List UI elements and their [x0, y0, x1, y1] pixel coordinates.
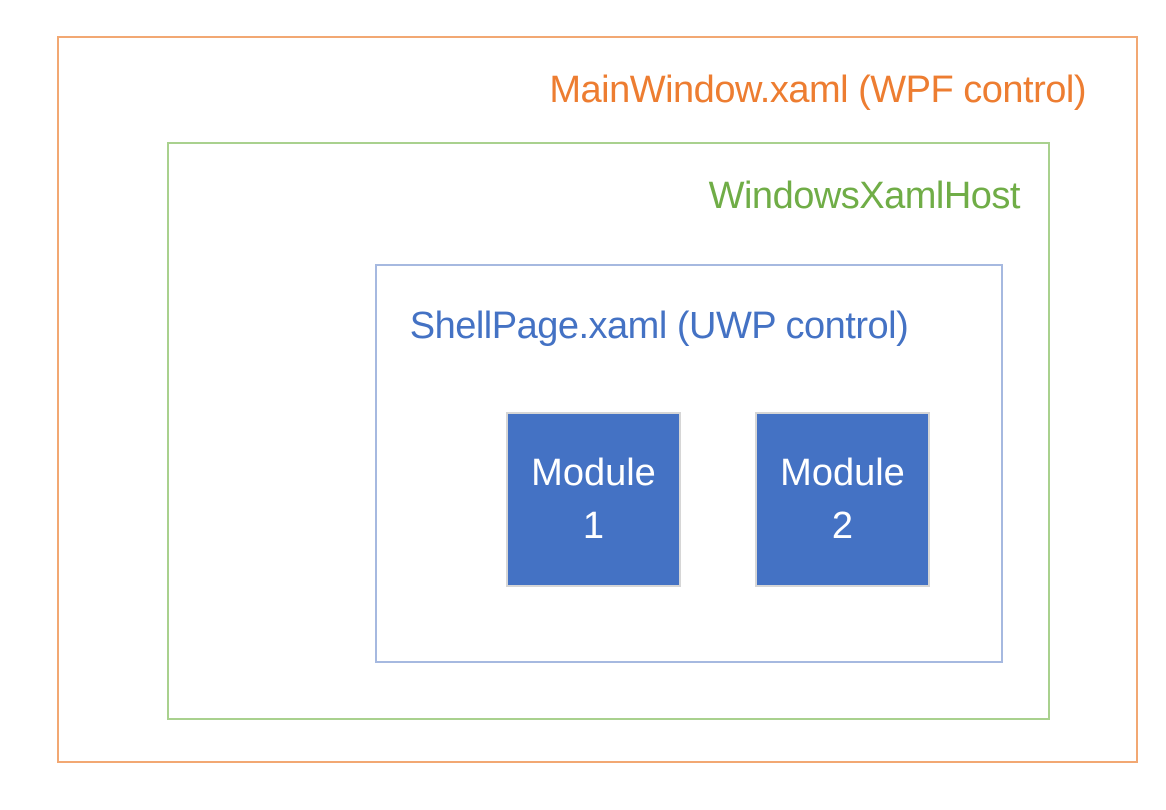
- module-2-box: Module 2: [755, 412, 930, 587]
- mainwindow-wpf-label: MainWindow.xaml (WPF control): [549, 69, 1086, 111]
- module-2-label-line2: 2: [831, 504, 854, 547]
- module-1-box: Module 1: [506, 412, 681, 587]
- module-1-label-line2: 1: [582, 504, 605, 547]
- module-2-label-line1: Module: [780, 452, 905, 495]
- shellpage-uwp-label: ShellPage.xaml (UWP control): [409, 305, 909, 347]
- module-1-label-line1: Module: [531, 452, 656, 495]
- windowsxamlhost-box: WindowsXamlHost ShellPage.xaml (UWP cont…: [167, 142, 1050, 720]
- mainwindow-wpf-box: MainWindow.xaml (WPF control) WindowsXam…: [57, 36, 1138, 763]
- windowsxamlhost-label: WindowsXamlHost: [708, 175, 1021, 217]
- shellpage-uwp-box: ShellPage.xaml (UWP control) Module 1 Mo…: [375, 264, 1003, 663]
